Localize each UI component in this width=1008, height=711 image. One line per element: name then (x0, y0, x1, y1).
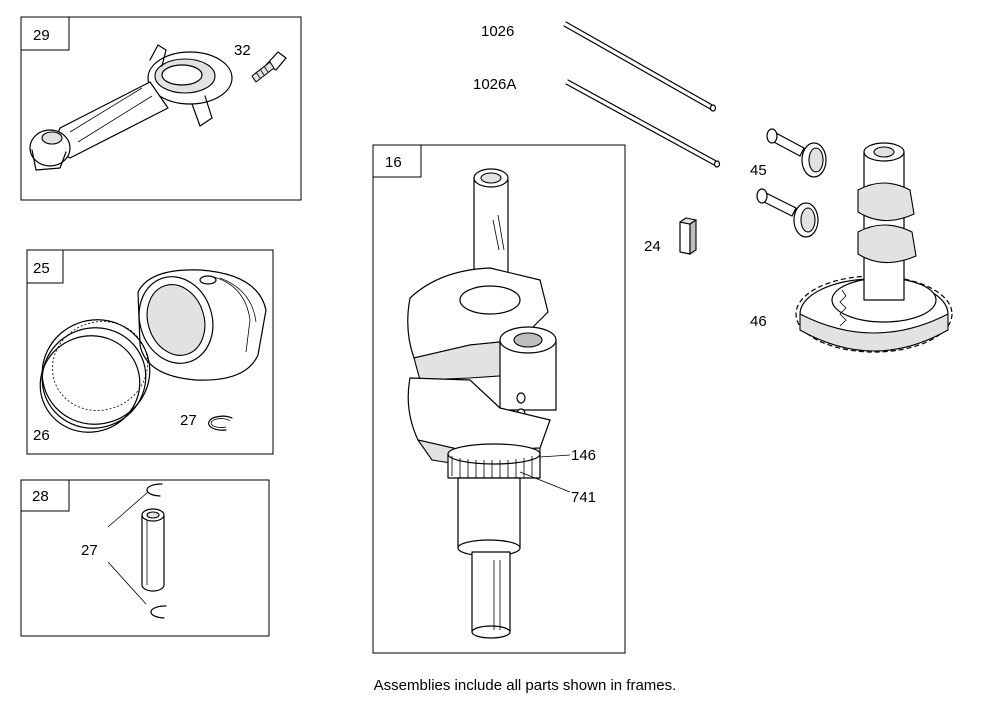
frame-16-number: 16 (385, 154, 402, 171)
footer-note: Assemblies include all parts shown in fr… (374, 677, 677, 694)
camshaft-part (795, 142, 953, 353)
frame-29: 29 32 (20, 16, 302, 201)
push-rod-1026 (563, 21, 717, 112)
connecting-rod-part (29, 44, 233, 171)
leader-pin-retainer-bottom (107, 561, 147, 605)
label-key: 146 (571, 447, 596, 464)
tappet-part (679, 217, 697, 256)
frame-28: 28 27 (20, 479, 270, 637)
crankshaft-part (407, 168, 557, 639)
frame-25-number: 25 (33, 260, 50, 277)
label-valve: 45 (750, 162, 767, 179)
frame-25: 25 26 27 (26, 249, 274, 455)
valve-lower (756, 188, 819, 238)
frame-28-number: 28 (32, 488, 49, 505)
screw-part (251, 51, 287, 83)
label-rings: 26 (33, 427, 50, 444)
push-rod-1026a (565, 79, 721, 168)
leader-gear (519, 471, 571, 493)
retainer-part (208, 415, 233, 431)
label-push-rod-a: 1026 (481, 23, 514, 40)
frame-16: 16 (372, 144, 626, 654)
label-pin-retainer: 27 (81, 542, 98, 559)
pin-retainer-top (146, 483, 163, 497)
piston-part (137, 269, 267, 381)
leader-pin-retainer-top (107, 491, 149, 528)
label-tappet: 24 (644, 238, 661, 255)
leader-key (539, 454, 571, 458)
label-push-rod-b: 1026A (473, 76, 516, 93)
label-retainer: 27 (180, 412, 197, 429)
frame-29-number: 29 (33, 27, 50, 44)
pin-retainer-bottom (150, 605, 167, 619)
label-screw: 32 (234, 42, 251, 59)
rings-part (39, 319, 151, 433)
valve-upper (766, 128, 827, 178)
label-gear: 741 (571, 489, 596, 506)
pin-part (141, 508, 165, 592)
label-camshaft: 46 (750, 313, 767, 330)
